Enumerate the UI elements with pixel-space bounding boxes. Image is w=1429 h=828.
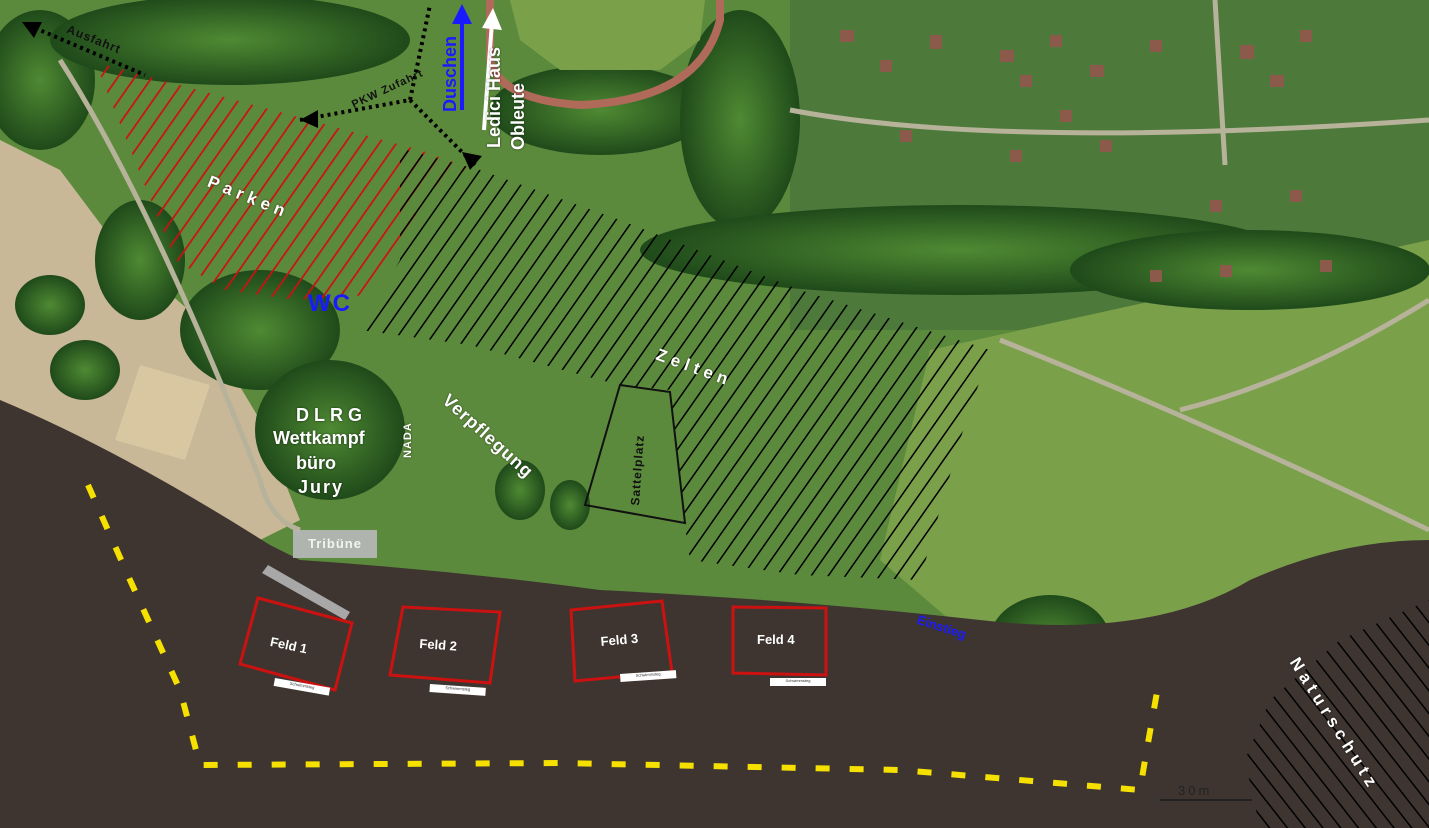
label-tribuene: Tribüne [293,530,377,558]
arrow-heads [22,22,482,170]
river [0,400,1429,828]
label-einstieg: Einstieg [915,612,969,642]
scale-bar [1160,799,1252,801]
garden-houses [840,30,1332,282]
nature-reserve-zone [1245,600,1429,828]
field-3-sign: Schwimmsteg [620,670,677,682]
sand-court [115,365,210,460]
buoy-line [85,483,1163,794]
label-dlrg: DLRG [296,405,367,425]
paths [57,0,1429,533]
label-naturschutz: Naturschutz [1285,654,1384,795]
label-ausfahrt: Ausfahrt [64,22,124,57]
field-1-sign: Schwimmsteg [273,678,331,696]
field-4-outline [731,605,828,677]
road-arrows [34,4,477,167]
label-wc: WC [308,290,352,317]
label-parken: Parken [204,172,293,223]
label-buero: büro [296,453,336,473]
field-4-label: Feld 4 [757,632,795,647]
field-2-sign: Schwimmsteg [429,684,486,696]
field-1-outline [238,596,354,692]
label-jury: Jury [298,477,345,497]
label-wettkampf: Wettkampf [273,428,365,448]
label-obleute: Obleute [508,82,528,150]
label-ledici-haus: Ledici Haus [484,46,504,148]
running-track [486,0,724,110]
field-1-label: Feld 1 [268,634,309,657]
field-4-sign: Schwimmsteg [770,678,826,686]
sattelplatz-area [583,383,687,525]
meadow-right [880,240,1429,640]
field-2-outline [388,605,502,685]
label-zelten: Zelten [653,345,736,391]
label-duschen: Duschen [440,35,460,112]
track-infield [510,0,705,70]
ledici-arrow [482,8,502,131]
camping-zone [360,148,990,580]
label-pkw-zufahrt: PKW Zufahrt [350,67,426,111]
scale-label: 30m [1178,783,1213,798]
duschen-arrow [452,4,472,110]
label-sattelplatz: Sattelplatz [628,434,647,506]
field-2-label: Feld 2 [418,636,458,654]
label-nada: NADA [402,422,414,458]
label-verpflegung: Verpflegung [438,390,538,482]
parking-zone [95,62,470,300]
pier [262,565,350,620]
field-3-label: Feld 3 [600,630,639,649]
